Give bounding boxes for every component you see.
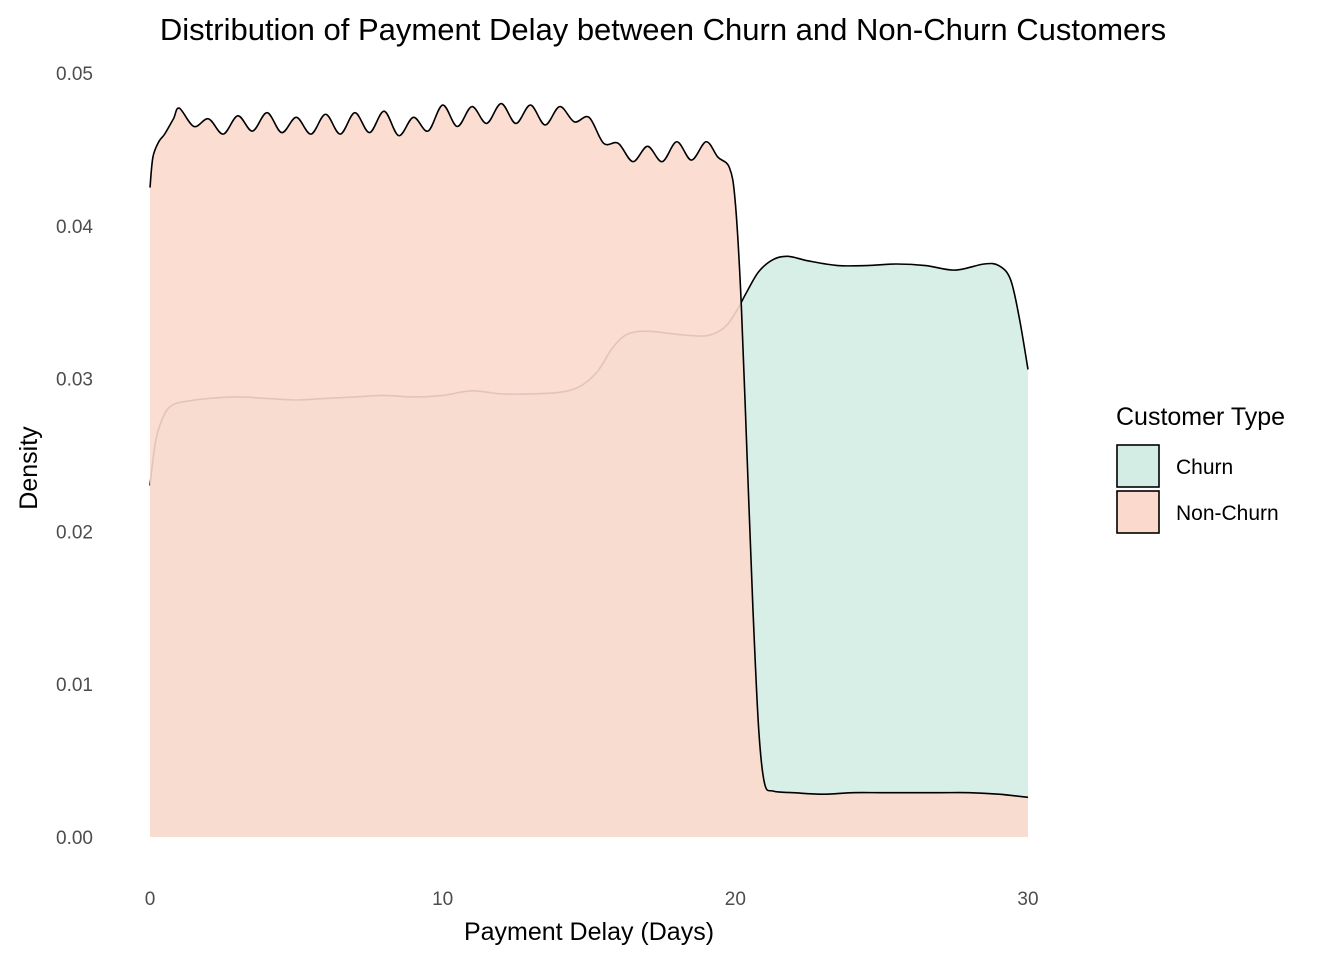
y-axis: 0.00 0.01 0.02 0.03 0.04 0.05 [56,64,93,849]
legend-swatch-non-churn [1116,490,1160,534]
legend-title: Customer Type [1116,403,1285,431]
x-axis-title: Payment Delay (Days) [464,918,714,946]
x-tick-label: 20 [725,889,746,910]
legend-swatch-churn [1116,444,1160,488]
density-line-non-churn [149,102,1029,799]
density-area-non-churn [150,103,1028,837]
y-axis-title: Density [15,426,43,510]
legend-label-non-churn: Non-Churn [1176,502,1279,525]
legend-label-churn: Churn [1176,456,1233,479]
y-tick-label: 0.00 [56,828,93,849]
x-tick-label: 30 [1017,889,1038,910]
x-axis: 0 10 20 30 [145,889,1039,910]
y-tick-label: 0.04 [56,217,93,238]
plot-area [149,102,1029,837]
y-tick-label: 0.05 [56,64,93,85]
chart-title: Distribution of Payment Delay between Ch… [160,12,1166,47]
x-tick-label: 0 [145,889,156,910]
x-tick-label: 10 [432,889,453,910]
y-tick-label: 0.01 [56,675,93,696]
y-tick-label: 0.03 [56,370,93,391]
y-tick-label: 0.02 [56,522,93,543]
